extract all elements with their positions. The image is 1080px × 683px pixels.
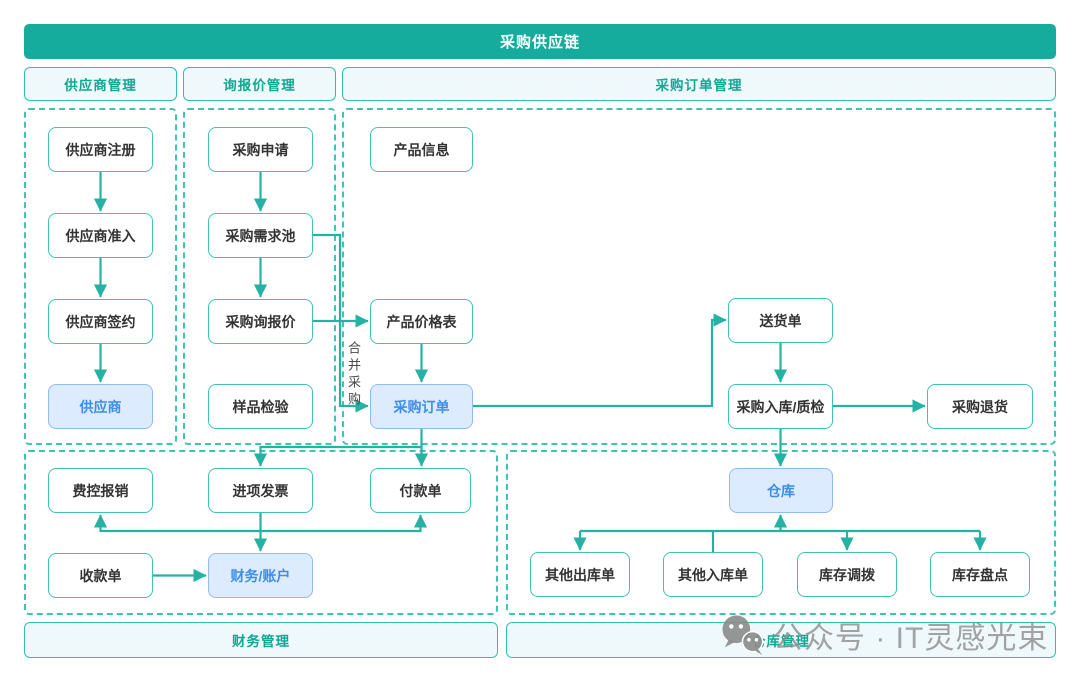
bottom-banner-warehouse-management: 仓库管理	[506, 622, 1056, 658]
node-receipt-order: 收款单	[48, 553, 153, 598]
node-supplier-register: 供应商注册	[48, 127, 153, 172]
main-title-banner: 采购供应链	[24, 24, 1056, 59]
node-stock-count: 库存盘点	[930, 552, 1030, 597]
node-supplier-access: 供应商准入	[48, 213, 153, 258]
node-delivery-note: 送货单	[728, 298, 833, 343]
node-input-invoice: 进项发票	[208, 468, 313, 513]
node-supplier: 供应商	[48, 384, 153, 429]
node-inbound-qc: 采购入库/质检	[728, 384, 833, 429]
bottom-banner-finance-management: 财务管理	[24, 622, 498, 658]
node-payment-order: 付款单	[370, 468, 471, 513]
node-purchase-request: 采购申请	[208, 127, 313, 172]
node-purchase-order: 采购订单	[370, 384, 473, 429]
node-sample-inspection: 样品检验	[208, 384, 313, 429]
edge-label-merge-purchase: 合并采购	[346, 341, 361, 409]
section-header-inquiry-management: 询报价管理	[183, 67, 336, 101]
node-price-list: 产品价格表	[370, 299, 473, 344]
node-demand-pool: 采购需求池	[208, 213, 313, 258]
node-stock-transfer: 库存调拨	[797, 552, 897, 597]
section-header-purchase-order-management: 采购订单管理	[342, 67, 1056, 101]
supplier-management-container	[24, 108, 177, 445]
section-header-supplier-management: 供应商管理	[24, 67, 177, 101]
node-expense-reimburse: 费控报销	[48, 468, 153, 513]
node-supplier-sign: 供应商签约	[48, 299, 153, 344]
node-other-outbound: 其他出库单	[530, 552, 630, 597]
node-purchase-return: 采购退货	[927, 384, 1033, 429]
node-finance-account: 财务/账户	[208, 553, 313, 598]
node-warehouse: 仓库	[729, 468, 833, 513]
node-rfq: 采购询报价	[208, 299, 313, 344]
node-other-inbound: 其他入库单	[663, 552, 763, 597]
node-product-info: 产品信息	[370, 127, 473, 172]
